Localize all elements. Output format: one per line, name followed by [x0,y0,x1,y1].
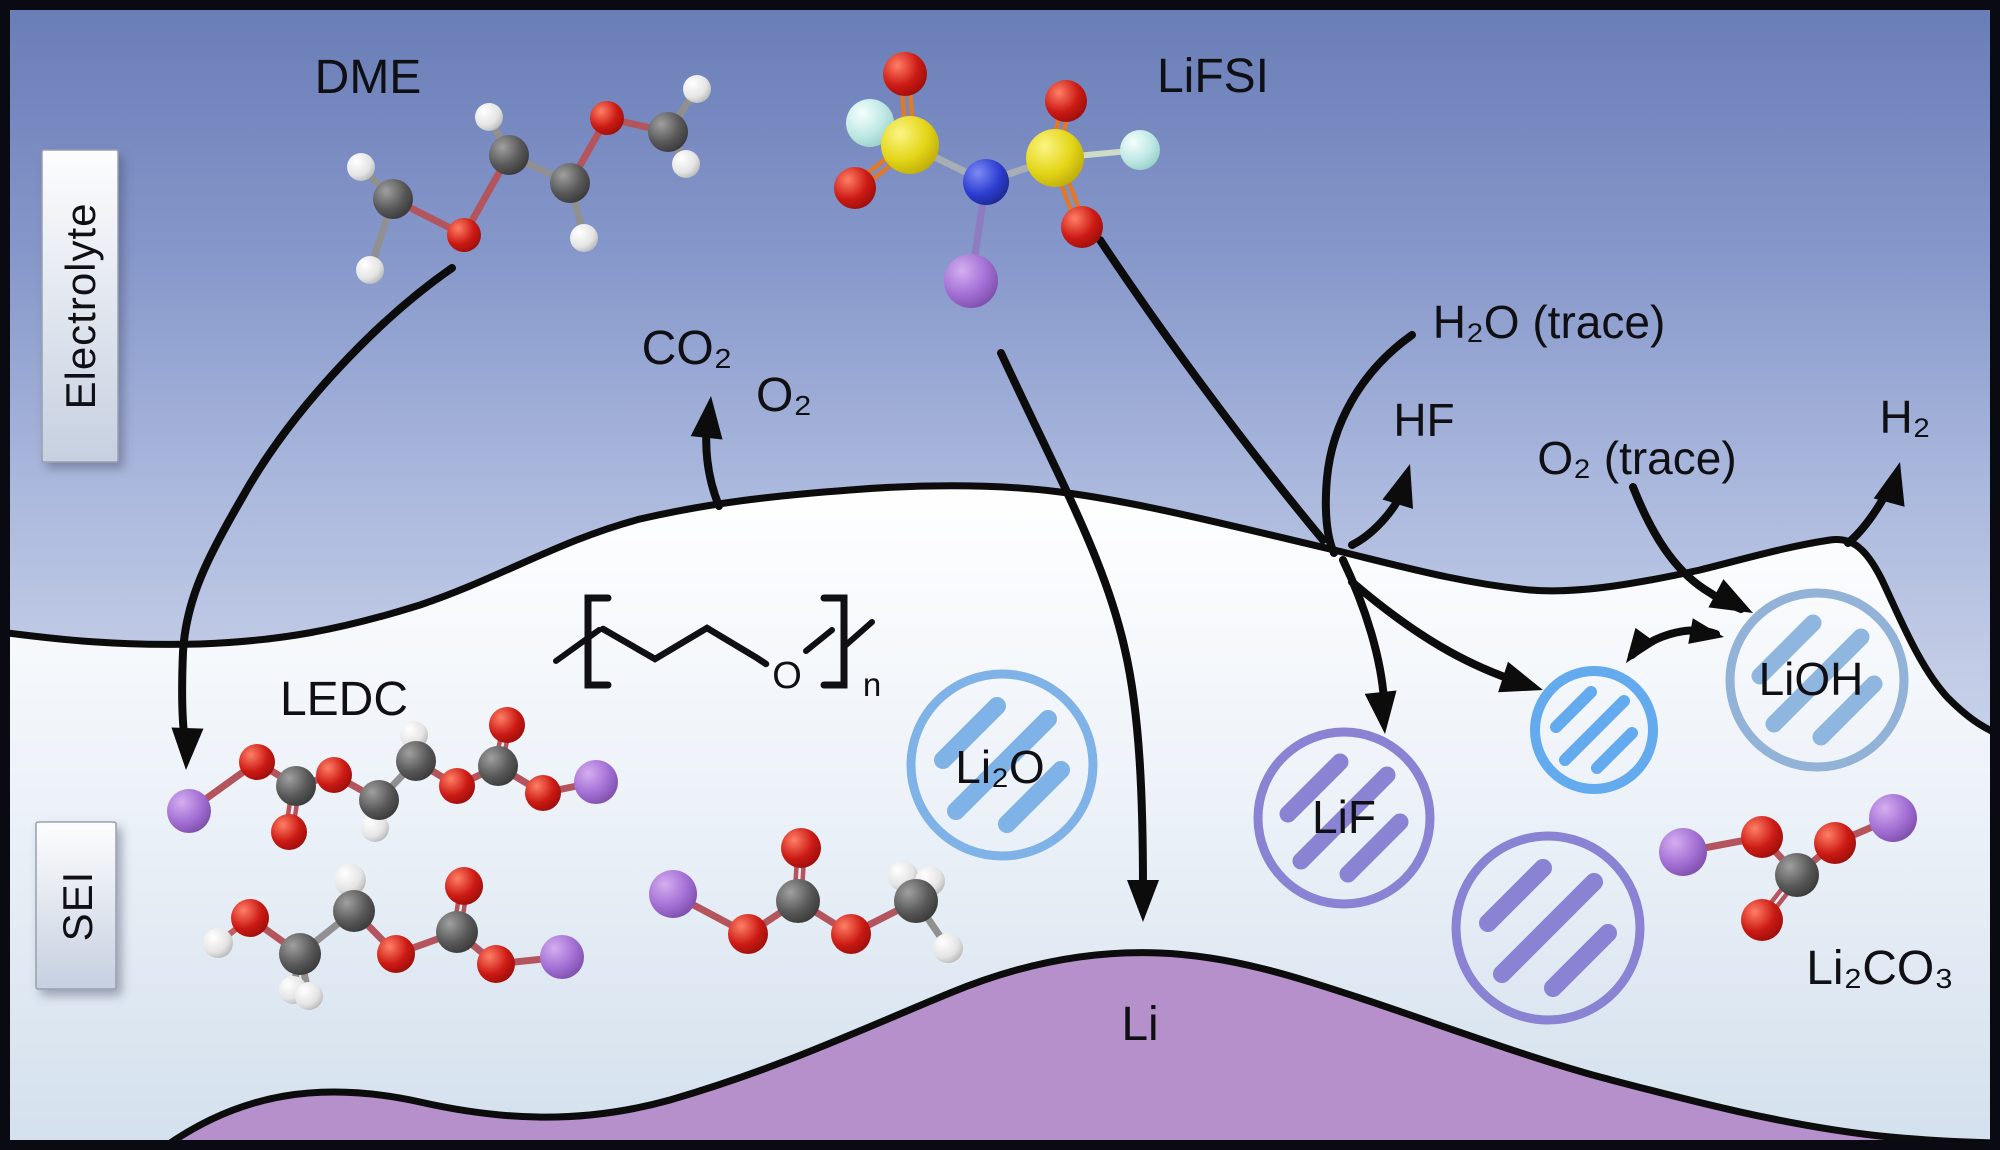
dme-label: DME [315,51,422,104]
h2o-trace-label: H₂O (trace) [1433,296,1666,348]
particle-unlabeled [1451,831,1645,1025]
hf-label: HF [1393,394,1454,446]
dme-molecule [347,75,711,284]
li-metal-label: Li [1121,998,1158,1051]
methyl-carbonate-molecule [649,828,963,963]
arrow-lifsi-to-li [997,349,1147,894]
li-metal-region [154,949,2000,1150]
lioh-label: LiOH [1759,653,1864,705]
o2-label: O₂ [756,369,812,422]
particle-lioh [1725,588,1909,772]
li2o-label: Li₂O [955,741,1044,793]
sei-label-box: SEI [35,821,117,990]
arrow-dme-to-ledc [178,264,456,746]
sei-region-label: SEI [54,871,101,942]
polymer-repeat-subscript: n [863,666,881,703]
co2-label: CO₂ [642,322,733,375]
peo-polymer-structure [553,594,875,689]
particle-small-nanocrystal [1530,666,1658,794]
electrolyte-label-box: Electrolyte [41,149,119,463]
arrow-to-lif [1339,556,1388,704]
polymer-oxygen-label: O [772,655,802,697]
particle-lif [1253,727,1435,909]
ledc-molecule [167,707,618,850]
line-lifsi-decomposition [1096,236,1327,544]
lif-label: LiF [1312,791,1376,843]
ledc-label: LEDC [280,673,408,726]
electrolyte-region-label: Electrolyte [57,202,104,409]
li2co3-label: Li₂CO₃ [1806,942,1954,995]
li2co3-molecule [1659,794,1917,941]
h2-label: H₂ [1879,391,1930,443]
lifsi-molecule [834,52,1160,308]
glycol-carbonate-molecule [203,864,584,1010]
arrow-to-nanocrystal [1348,578,1514,683]
line-h2o-decomposition [1321,331,1416,557]
lifsi-label: LiFSI [1157,50,1269,103]
particle-li2o [906,669,1098,861]
o2-trace-label: O₂ (trace) [1537,432,1736,484]
